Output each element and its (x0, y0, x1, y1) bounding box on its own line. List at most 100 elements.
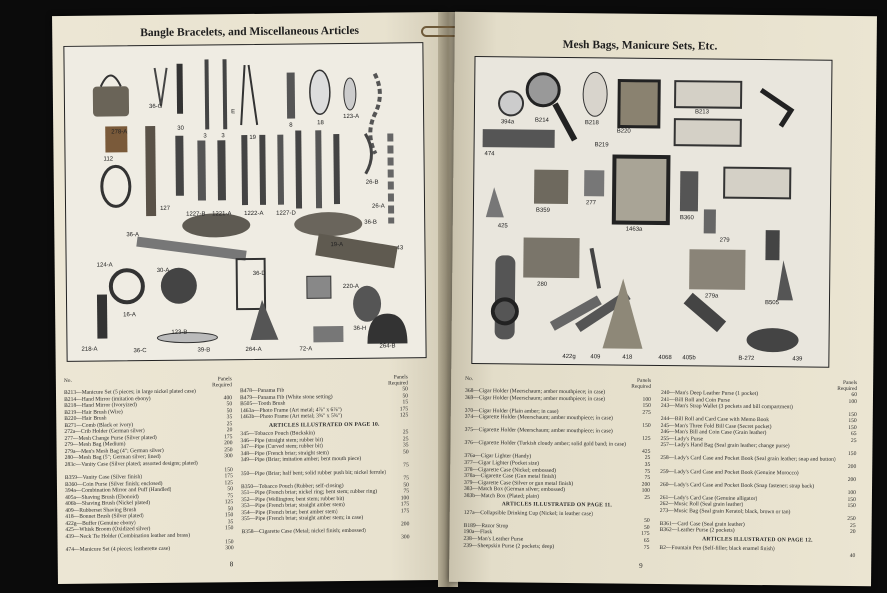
list-item: 1463b—Photo Frame (Art metal; 3¾" x 5¾")… (240, 413, 408, 421)
column-header-panels: Panels Required (631, 377, 652, 390)
plate-label: 280 (537, 281, 548, 288)
buffer-drawing (759, 87, 795, 128)
brush-drawing (582, 71, 608, 117)
hand-mirror-drawing (498, 90, 525, 117)
plate-label: 4068 (658, 354, 672, 362)
plate-label: 18 (317, 120, 324, 127)
tool-drawing (295, 130, 303, 209)
plate-label: 112 (103, 156, 114, 163)
plate-label: 36-D (252, 270, 266, 277)
tool-drawing (315, 130, 323, 209)
plate-label: 36-G (148, 103, 163, 111)
item-panels-required: 75 (643, 544, 650, 551)
plate-label: 123-A (343, 113, 360, 121)
left-page-price-list: No.Panels Required B213—Manicure Set (5 … (64, 374, 438, 558)
item-description: B2—Fountain Pen (Self-filler; black enam… (659, 544, 775, 552)
item-description: 243—Man's Strap Wallet (3 pockets and bi… (660, 403, 793, 411)
plate-label: B505 (764, 300, 780, 307)
knife-drawing (286, 72, 296, 119)
plate-label: 72-A (299, 346, 313, 353)
purse-drawing (679, 171, 699, 212)
right-price-column-2: Panels Required 240—Man's Deep Leather P… (659, 378, 857, 560)
column-header-no: No. (63, 377, 72, 384)
item-panels-required: 300 (401, 534, 410, 541)
column-header-no: No. (465, 375, 474, 383)
plate-label: B360 (679, 215, 694, 222)
standing-mirror-drawing (611, 154, 671, 226)
item-description: 273—Music Bag (Seal grain Keratol; black… (659, 507, 791, 516)
brush-drawing (182, 213, 251, 238)
plate-label: 30-A (156, 267, 170, 274)
pouch-drawing (353, 285, 382, 322)
plate-label: 278-A (111, 129, 128, 136)
plate-label: 1463a (625, 226, 643, 233)
tool-drawing (277, 134, 285, 205)
pendant-drawing (703, 209, 716, 234)
item-list: B2—Fountain Pen (Self-filler; black enam… (659, 545, 855, 560)
item-panels-required: 40 (849, 553, 856, 560)
plate-label: 8 (289, 122, 293, 129)
plate-label: 220-A (342, 283, 359, 291)
left-page-header: Bangle Bracelets, and Miscellaneous Arti… (140, 24, 360, 40)
plate-label: 36-C (133, 348, 147, 355)
manicure-case-drawing (673, 80, 743, 109)
tool-drawing (259, 134, 267, 205)
right-page-price-list: No.Panels Required 368—Cigar Holder (Mee… (463, 376, 865, 564)
pin-drawing (204, 59, 210, 130)
left-illustration-plate: 278-A 36-G 30 3 3 E 19 8 18 123-A 112 36… (63, 42, 427, 362)
left-plate-drawings (92, 59, 408, 344)
manicure-case-drawing (673, 118, 742, 147)
plate-label: 26-A (372, 203, 385, 210)
plate-label: 277 (585, 200, 597, 207)
mesh-purse-drawing (584, 170, 605, 197)
plate-label: 409 (590, 354, 601, 361)
right-plate-drawings (482, 71, 799, 353)
pendant-drawing (153, 67, 168, 107)
column-header-panels: Panels Required (837, 379, 858, 393)
item-description: 127a—Collapsible Drinking Cup (Nickel; i… (463, 509, 594, 518)
section-heading: ARTICLES ILLUSTRATED ON PAGE 12. (702, 536, 813, 544)
list-item: B362—Leather Purse (2 pockets)20 (660, 527, 856, 536)
item-panels-required: 25 (644, 494, 650, 501)
shaving-brush-drawing (683, 292, 727, 333)
bag-drawing (367, 313, 408, 344)
left-page: Bangle Bracelets, and Miscellaneous Arti… (52, 11, 449, 585)
pen-drawing (765, 230, 780, 261)
plate-label: 264-B (379, 343, 396, 350)
mesh-bag-drawing (533, 169, 569, 204)
bracelet-drawing (108, 268, 145, 305)
plate-label: 474 (484, 151, 495, 158)
plate-label: 264-A (245, 346, 262, 354)
clock-drawing (306, 275, 332, 299)
section-heading: ARTICLES ILLUSTRATED ON PAGE 11. (501, 501, 613, 509)
page-number: 8 (229, 560, 234, 569)
plate-label: B218 (584, 120, 599, 127)
left-price-column-1: No.Panels Required B213—Manicure Set (5 … (64, 376, 234, 553)
mesh-bag-drawing (523, 237, 580, 279)
comb-drawing (549, 295, 602, 331)
item-description: 474—Manicure Set (4 pieces; leatherette … (65, 545, 171, 554)
tool-drawing (175, 135, 184, 196)
right-illustration-plate: 474 405b 418 409 422g B218 B214 B213 439… (471, 56, 833, 368)
plate-label: 36-H (353, 325, 367, 332)
box-drawing (105, 126, 128, 153)
pin-drawing (222, 59, 228, 130)
hand-mirror-drawing (525, 72, 561, 108)
tool-drawing (241, 135, 249, 206)
bag-drawing (250, 299, 279, 341)
frame-drawing (235, 257, 267, 311)
plate-label: 218-A (81, 346, 98, 353)
ring-drawing (490, 297, 519, 326)
plate-label: 39-B (197, 347, 211, 354)
plate-label: 405b (682, 355, 696, 362)
plate-label: B213 (694, 109, 710, 116)
item-list: 240—Man's Deep Leather Purse (1 pocket)6… (660, 390, 857, 536)
plate-label: 19 (249, 134, 257, 142)
chain-drawing (387, 133, 395, 224)
purse-drawing (92, 86, 130, 117)
spoon-drawing (343, 77, 357, 111)
purse-handle-drawing (99, 74, 122, 87)
plate-label: 425 (497, 223, 508, 230)
